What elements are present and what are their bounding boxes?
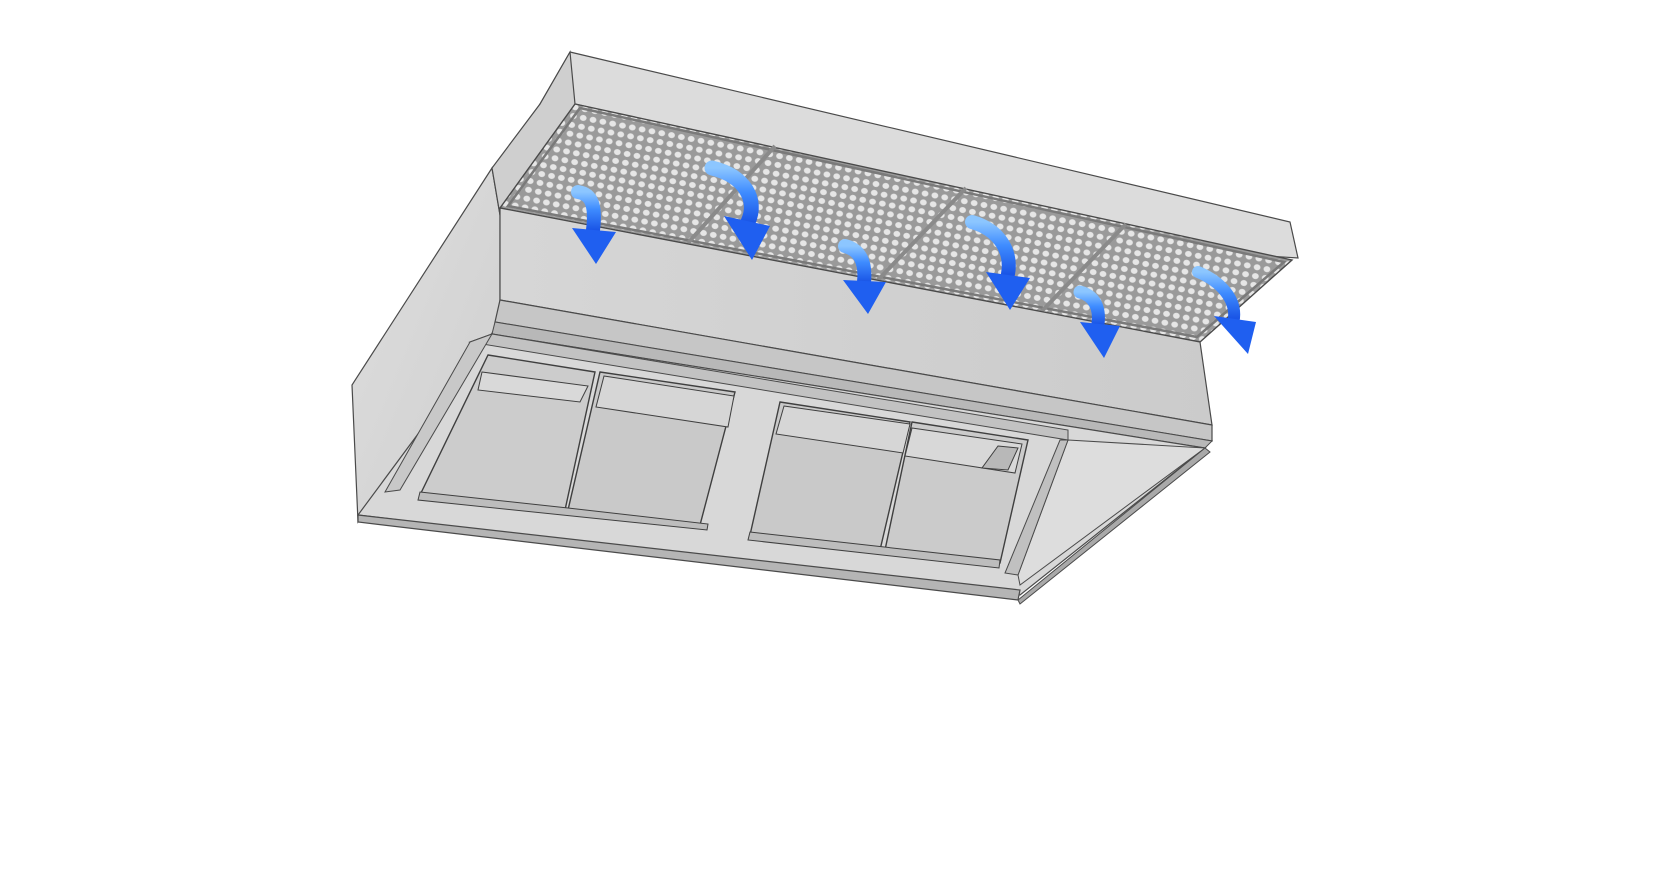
grease-trough-left	[417, 491, 709, 531]
filter-divider-3	[1038, 222, 1128, 315]
filter-frame	[505, 106, 1287, 339]
grease-trough-right	[747, 531, 1001, 569]
cassette-4-clip	[981, 445, 1019, 471]
airflow-arrow-1	[571, 185, 616, 264]
baffle-cassettes	[418, 354, 1029, 564]
filter-divider-2	[875, 186, 968, 283]
cassette-1-handle	[477, 371, 589, 403]
hood-bottom-right-edge	[1017, 447, 1211, 605]
filter-divider-1	[686, 144, 777, 245]
airflow-arrows	[571, 160, 1256, 358]
airflow-arrow-3	[838, 239, 886, 314]
airflow-arrow-6	[1192, 266, 1256, 354]
airflow-arrow-4	[965, 215, 1030, 310]
airflow-arrow-5	[1073, 285, 1120, 358]
cassette-3-handle	[775, 405, 911, 454]
airflow-arrow-2	[704, 160, 770, 260]
cassette-2-handle	[595, 375, 735, 428]
hood-inner-left-wall	[384, 333, 494, 493]
